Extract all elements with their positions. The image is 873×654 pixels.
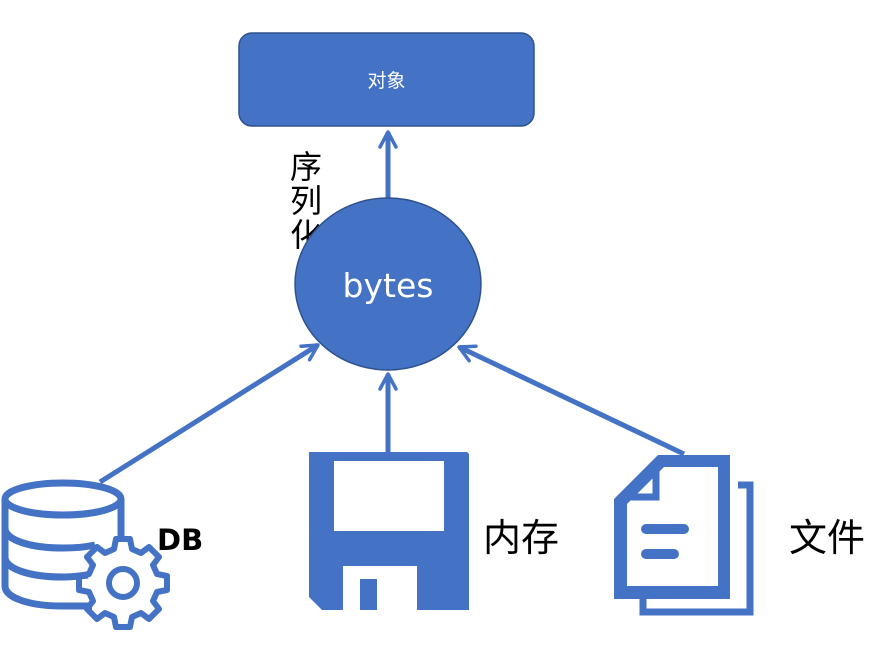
arrow-db-to-bytes <box>98 342 320 485</box>
bytes-node: bytes <box>294 197 482 371</box>
object-node: 对象 <box>238 32 535 127</box>
gear-icon <box>76 536 170 630</box>
database-gear-icon <box>1 479 170 630</box>
file-label: 文件 <box>789 516 865 560</box>
documents-icon <box>614 455 754 616</box>
bytes-node-label: bytes <box>343 266 434 305</box>
arrow-file-to-bytes <box>457 344 686 457</box>
memory-label: 内存 <box>483 516 559 560</box>
object-node-label: 对象 <box>367 70 405 92</box>
db-label: DB <box>157 523 203 557</box>
floppy-disk-icon <box>309 452 469 610</box>
